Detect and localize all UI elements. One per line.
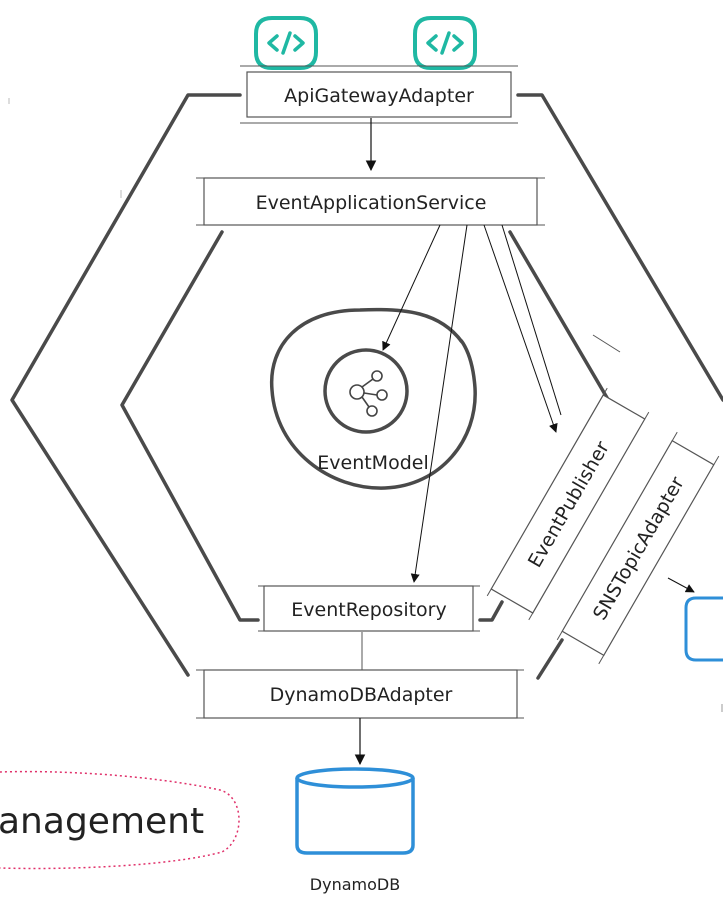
code-brackets-icon bbox=[254, 16, 318, 70]
sns-topic-icon bbox=[684, 596, 723, 662]
sns-topic-adapter-label: SNSTopicAdapter bbox=[589, 473, 689, 624]
outer-hexagon-layer bbox=[10, 93, 723, 680]
api-gateway-adapter-box: ApiGatewayAdapter bbox=[240, 65, 518, 124]
service-dependency-arrows bbox=[382, 224, 562, 583]
bounded-context-label: anagement bbox=[0, 801, 204, 842]
domain-core: EventModel bbox=[269, 307, 477, 490]
event-model-label: EventModel bbox=[317, 452, 428, 474]
api-gateway-adapter-label: ApiGatewayAdapter bbox=[284, 85, 474, 107]
event-application-service-label: EventApplicationService bbox=[256, 192, 487, 214]
event-application-service-box: EventApplicationService bbox=[196, 177, 545, 226]
arrow-service-to-publisher bbox=[483, 224, 558, 433]
bounded-context-boundary bbox=[0, 770, 240, 870]
dynamodb-adapter-label: DynamoDBAdapter bbox=[270, 684, 453, 706]
line-service-to-port bbox=[501, 224, 562, 416]
graph-nodes-icon bbox=[349, 370, 388, 417]
arrow-sns-to-topic bbox=[667, 577, 695, 593]
event-repository-label: EventRepository bbox=[291, 599, 446, 621]
database-cylinder-icon bbox=[295, 767, 415, 855]
arrow-service-to-repository bbox=[410, 224, 468, 583]
code-brackets-icon bbox=[413, 16, 477, 70]
event-repository-box: EventRepository bbox=[258, 585, 480, 632]
connector-publisher-to-sns bbox=[592, 334, 621, 353]
dynamodb-adapter-box: DynamoDBAdapter bbox=[196, 669, 524, 719]
inner-hexagon-layer bbox=[120, 230, 615, 622]
dynamodb-label: DynamoDB bbox=[310, 875, 400, 894]
arrow-service-to-model bbox=[382, 224, 441, 351]
